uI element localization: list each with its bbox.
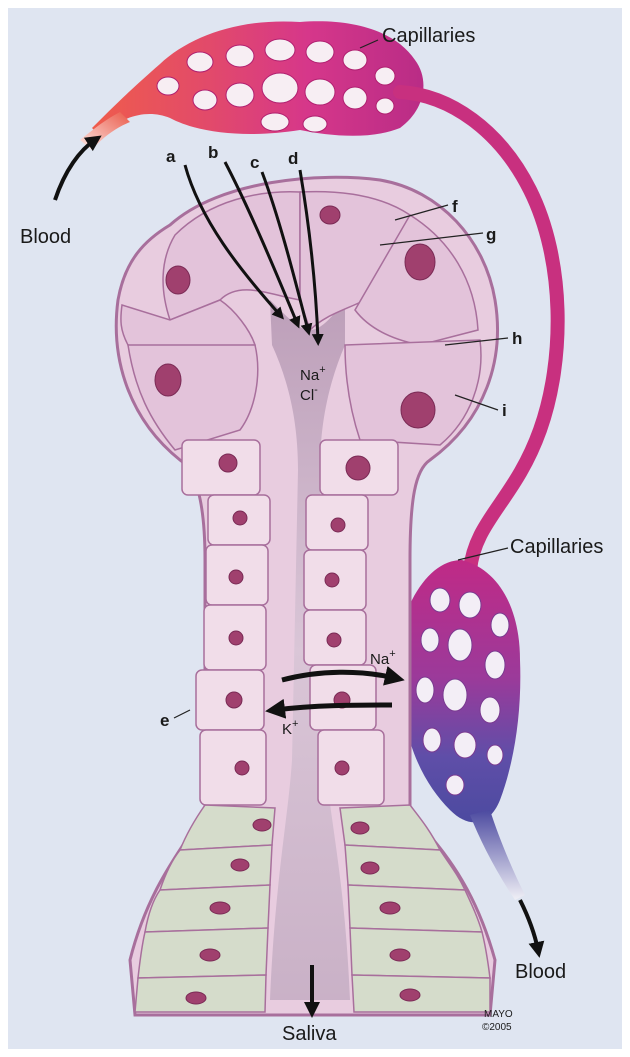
- letter-e: e: [160, 711, 169, 730]
- ion-na-duct-charge: +: [389, 648, 395, 660]
- label-capillaries-top: Capillaries: [382, 25, 475, 47]
- ion-cl-lumen-base: Cl: [300, 387, 314, 404]
- letter-i: i: [502, 401, 507, 420]
- letter-c: c: [250, 153, 259, 172]
- letter-a: a: [166, 147, 176, 166]
- letter-d: d: [288, 149, 298, 168]
- ion-k-duct-charge: +: [292, 718, 298, 730]
- ion-k-duct-base: K: [282, 721, 292, 738]
- credit-line-2: ©2005: [482, 1022, 512, 1033]
- letter-b: b: [208, 143, 218, 162]
- ion-na-lumen-base: Na: [300, 367, 320, 384]
- label-saliva: Saliva: [282, 1023, 337, 1045]
- ion-na-duct-base: Na: [370, 651, 390, 668]
- label-blood-out: Blood: [515, 961, 566, 983]
- ion-cl-lumen-charge: -: [314, 384, 318, 396]
- letter-f: f: [452, 197, 458, 216]
- credit-line-1: MAYO: [484, 1009, 513, 1020]
- ion-na-lumen-charge: +: [319, 364, 325, 376]
- letter-h: h: [512, 329, 522, 348]
- label-capillaries-right: Capillaries: [510, 536, 603, 558]
- letter-g: g: [486, 225, 496, 244]
- label-blood-in: Blood: [20, 226, 71, 248]
